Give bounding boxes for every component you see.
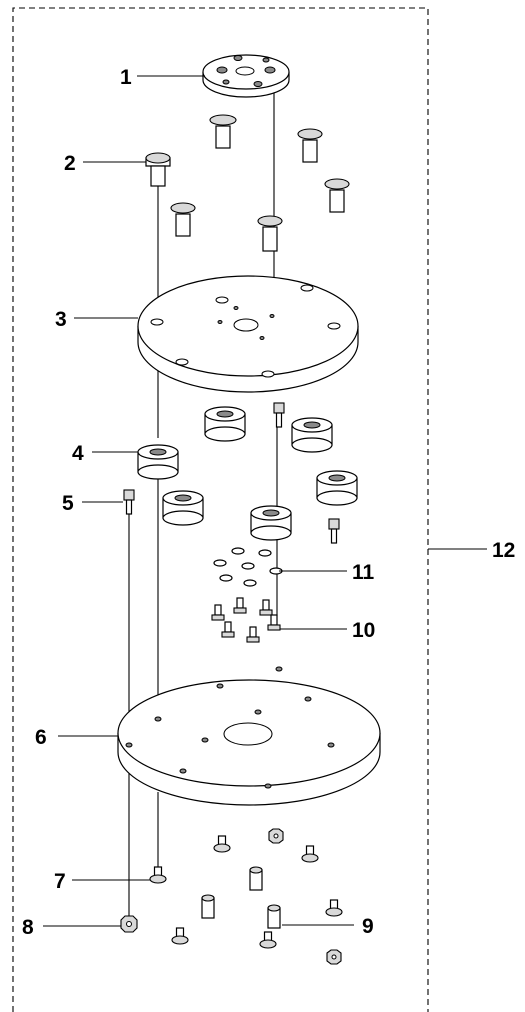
flat-screws-part-7 xyxy=(149,835,343,949)
hex-nuts-part-8 xyxy=(120,828,342,965)
callout-4: 4 xyxy=(72,442,84,465)
callout-6: 6 xyxy=(35,726,47,749)
hex-bolts-part-10 xyxy=(211,597,281,643)
callout-1: 1 xyxy=(120,66,132,89)
callout-2: 2 xyxy=(64,152,76,175)
middle-plate-part-3 xyxy=(137,275,359,393)
callout-11: 11 xyxy=(352,561,375,584)
callout-3: 3 xyxy=(55,308,67,331)
callout-8: 8 xyxy=(22,916,34,939)
spacer-rings-part-4 xyxy=(137,406,358,541)
leader-lines xyxy=(43,75,487,927)
studs-part-9 xyxy=(201,866,281,929)
callout-5: 5 xyxy=(62,492,74,515)
t-feet-part-2 xyxy=(145,114,350,252)
assembly-boundary xyxy=(12,7,429,1012)
callout-12: 12 xyxy=(492,539,515,562)
top-disc-part-1 xyxy=(202,54,290,98)
base-disc-part-6 xyxy=(117,666,381,806)
socket-screws-part-5 xyxy=(123,402,340,544)
callout-labels: 1 2 3 4 5 6 7 8 9 10 11 12 xyxy=(22,66,515,939)
callout-9: 9 xyxy=(362,915,374,938)
callout-10: 10 xyxy=(352,619,375,642)
callout-7: 7 xyxy=(54,870,66,893)
washers-part-11 xyxy=(213,547,283,587)
